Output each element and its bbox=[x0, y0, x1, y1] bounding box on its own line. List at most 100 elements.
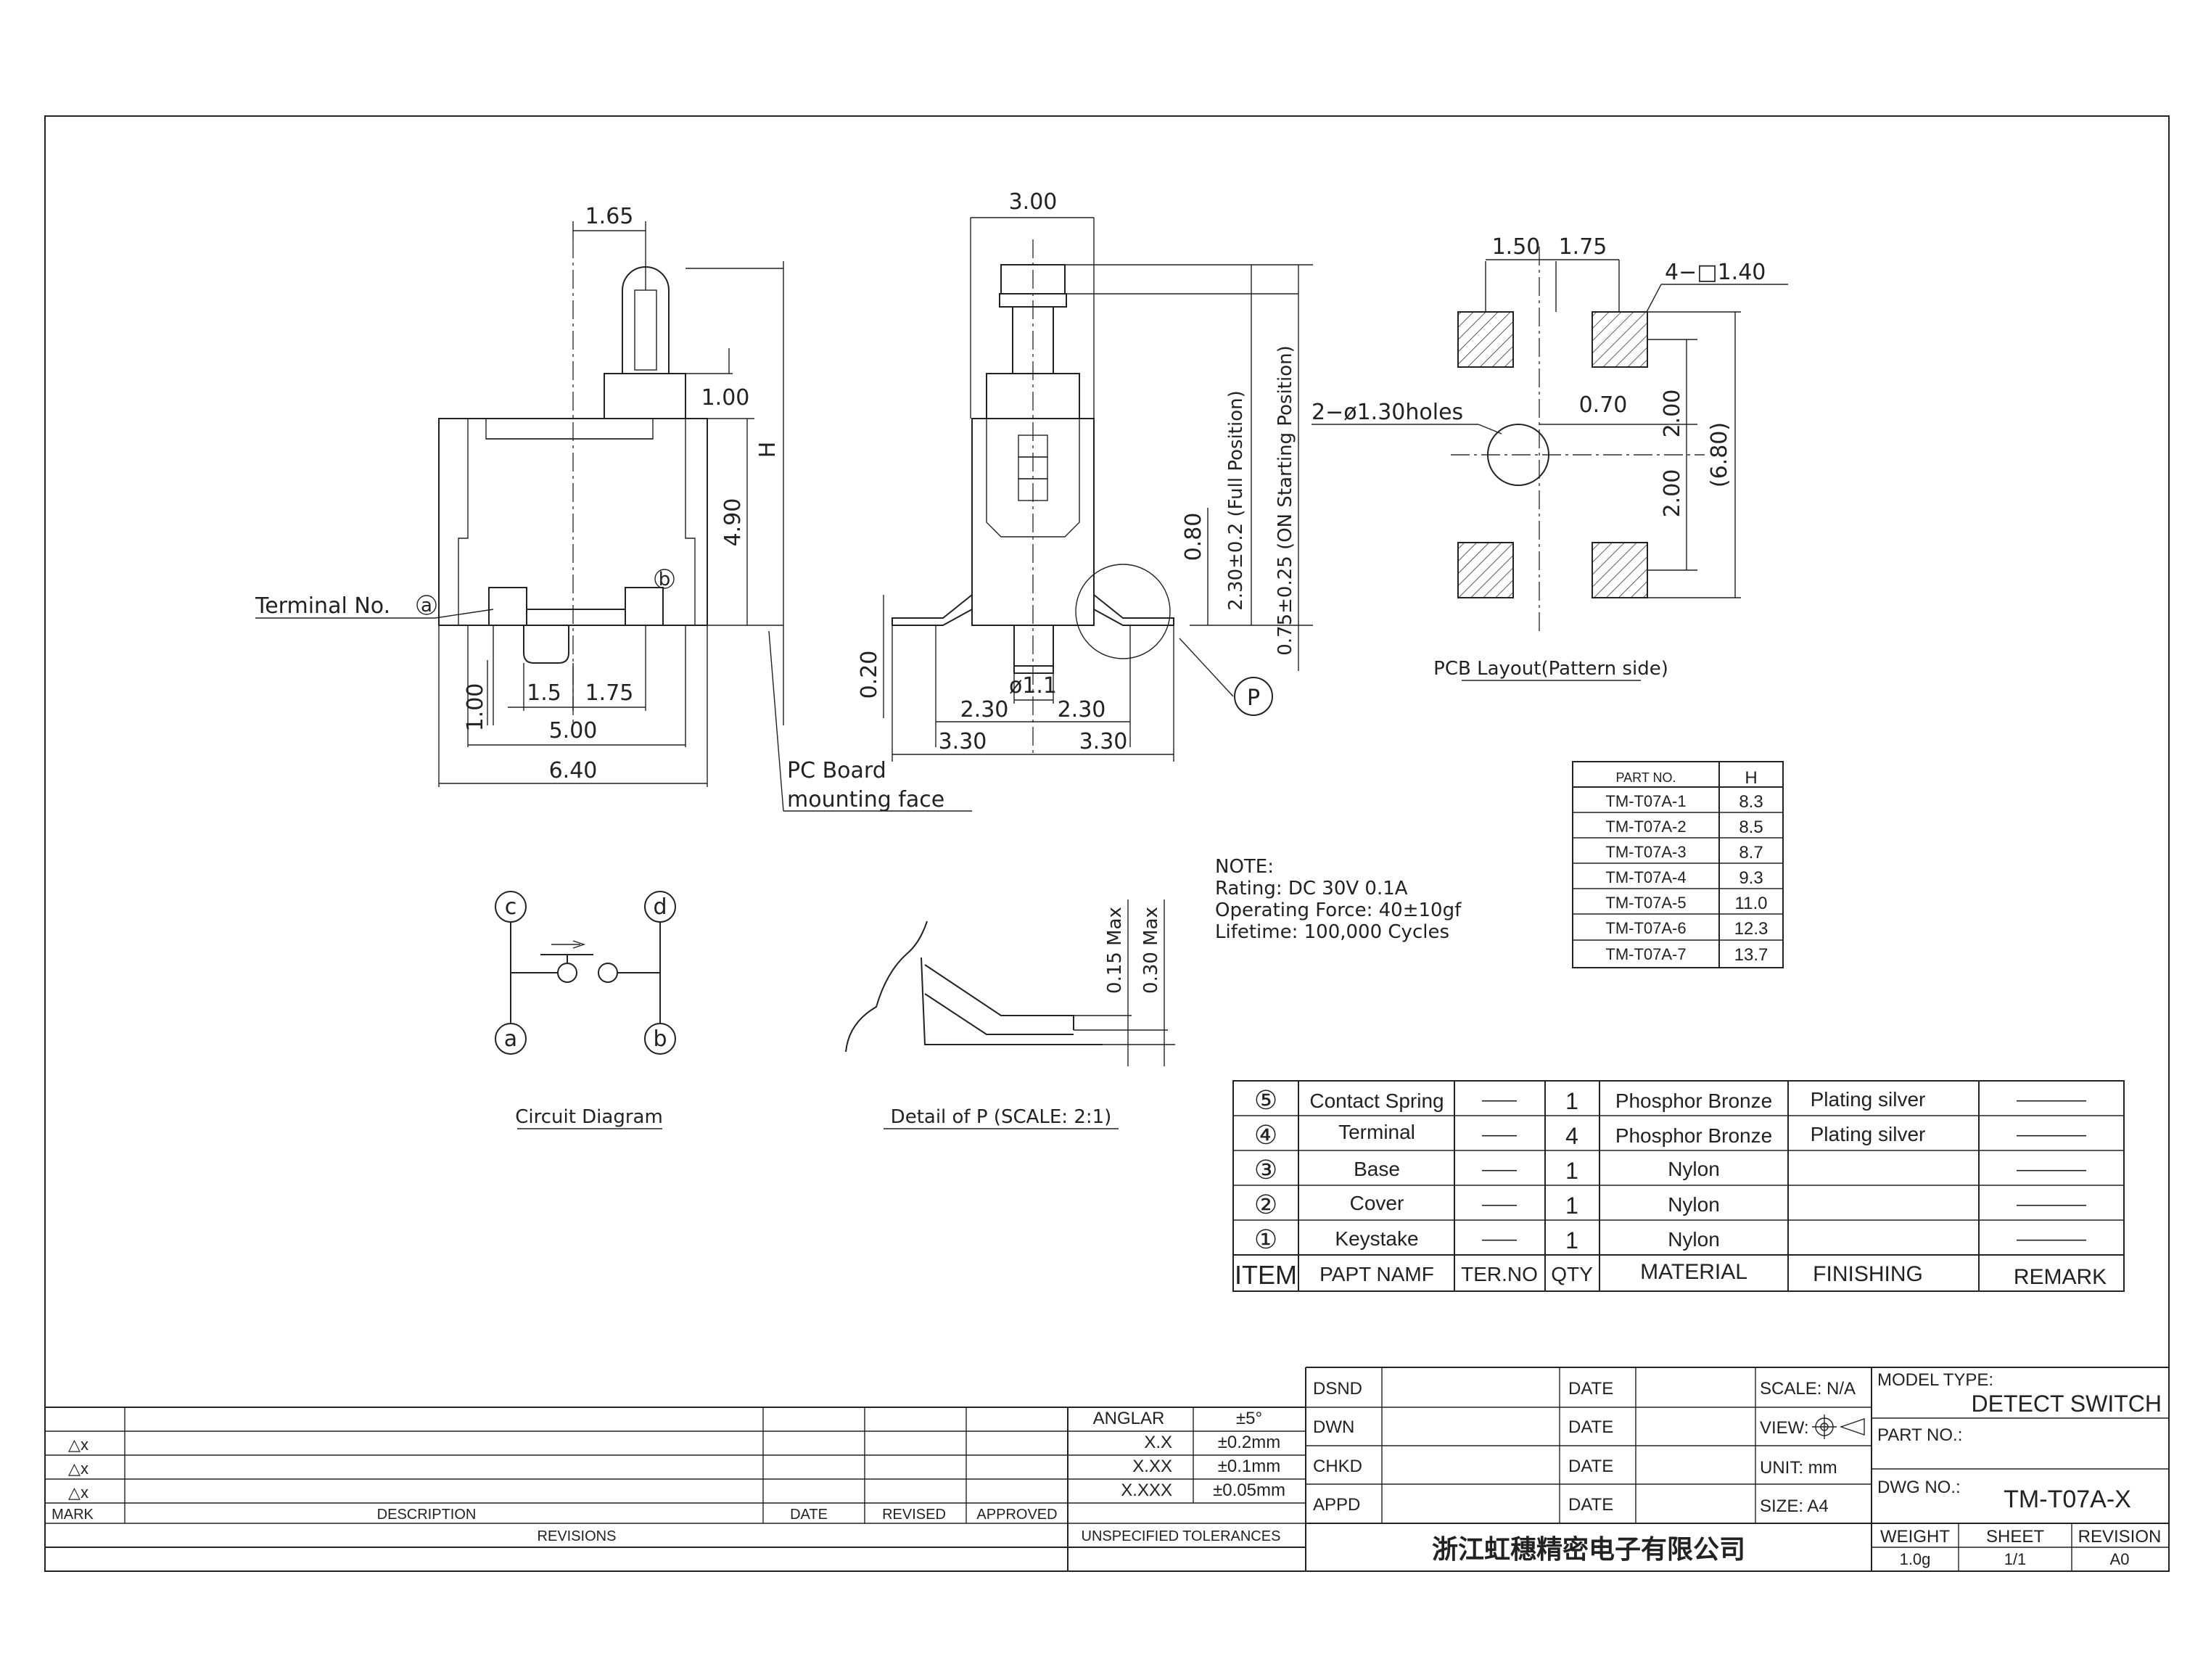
role-dsnd: DSND bbox=[1313, 1379, 1362, 1399]
bom-header-qty: QTY bbox=[1551, 1263, 1593, 1285]
role-chkd: CHKD bbox=[1313, 1457, 1362, 1476]
bom-2-remark: ———— bbox=[2017, 1160, 2086, 1179]
company-name: 浙江虹穗精密电子有限公司 bbox=[1432, 1534, 1745, 1564]
rev-header-description: DESCRIPTION bbox=[377, 1507, 477, 1523]
tol-label-3: X.XXX bbox=[1121, 1481, 1172, 1500]
dim-side-full-pos: 2.30±0.2 (Full Position) bbox=[1225, 390, 1247, 611]
dim-front-pitch-a: 1.5 bbox=[527, 680, 561, 706]
circuit-diagram: c d a b Circuit Diagram bbox=[495, 891, 676, 1129]
bom-4-item: ① bbox=[1254, 1224, 1277, 1254]
part-row-4-h: 11.0 bbox=[1735, 894, 1768, 913]
note-line-3: Lifetime: 100,000 Cycles bbox=[1215, 921, 1449, 943]
bom-3-ter: —— bbox=[1482, 1195, 1517, 1214]
bom-0-item: ⑤ bbox=[1254, 1085, 1277, 1115]
date-label-3: DATE bbox=[1568, 1495, 1613, 1515]
tol-value-1: ±0.2mm bbox=[1218, 1433, 1281, 1452]
tol-label-0: ANGLAR bbox=[1093, 1409, 1165, 1428]
bom-1-name: Terminal bbox=[1338, 1121, 1415, 1143]
model-type-value: DETECT SWITCH bbox=[1971, 1391, 2162, 1417]
dim-side-width: 3.00 bbox=[1009, 189, 1058, 215]
sheet-border bbox=[44, 115, 2170, 1572]
bom-3-material: Nylon bbox=[1668, 1193, 1720, 1216]
bom-3-name: Cover bbox=[1350, 1192, 1404, 1214]
tol-value-0: ±5° bbox=[1236, 1409, 1262, 1428]
unit-label: UNIT: mm bbox=[1760, 1458, 1837, 1478]
bom-3-qty: 1 bbox=[1565, 1193, 1578, 1219]
bom-0-finishing: Plating silver bbox=[1811, 1088, 1926, 1111]
circuit-node-d: d bbox=[653, 894, 667, 920]
bom-0-name: Contact Spring bbox=[1309, 1090, 1444, 1112]
part-row-1-part: TM-T07A-2 bbox=[1605, 818, 1686, 836]
weight-value: 1.0g bbox=[1900, 1550, 1931, 1568]
part-table-rows: TM-T07A-1 8.3 TM-T07A-2 8.5 TM-T07A-3 8.… bbox=[1605, 792, 1768, 965]
tol-value-3: ±0.05mm bbox=[1213, 1481, 1285, 1500]
revision-label: REVISION bbox=[2078, 1527, 2162, 1547]
title-block: MODEL TYPE: DETECT SWITCH PART NO.: DWG … bbox=[1872, 1370, 2169, 1571]
part-no-label: PART NO.: bbox=[1877, 1425, 1962, 1445]
bom-header-ter: TER.NO bbox=[1461, 1263, 1538, 1285]
revisions-block: △x △x △x MARK DESCRIPTION DATE REVISED A… bbox=[45, 1407, 1306, 1571]
dim-side-half-r: 2.30 bbox=[1058, 697, 1106, 722]
front-view: 1.65 H 1.00 4.90 Terminal No. a b 1.5 1.… bbox=[255, 204, 972, 812]
date-label-1: DATE bbox=[1568, 1417, 1613, 1437]
part-row-3-part: TM-T07A-4 bbox=[1605, 868, 1686, 886]
dim-side-half-l: 2.30 bbox=[960, 697, 1009, 722]
bom-4-material: Nylon bbox=[1668, 1228, 1720, 1251]
part-row-6-part: TM-T07A-7 bbox=[1605, 945, 1686, 963]
dim-pcb-holes: 2−ø1.30holes bbox=[1312, 400, 1463, 425]
dim-side-on-pos: 0.75±0.25 (ON Starting Position) bbox=[1275, 345, 1296, 656]
bom-3-item: ② bbox=[1254, 1190, 1277, 1219]
dim-side-lead-h: 0.80 bbox=[1181, 513, 1206, 561]
bom-1-qty: 4 bbox=[1565, 1123, 1578, 1149]
part-table-header-part: PART NO. bbox=[1615, 770, 1676, 785]
dim-pcb-y-top: 2.00 bbox=[1660, 390, 1685, 438]
note-line-2: Operating Force: 40±10gf bbox=[1215, 899, 1462, 921]
bom-0-qty: 1 bbox=[1565, 1088, 1578, 1114]
bom-header: ITEM PAPT NAMF TER.NO QTY MATERIAL FINIS… bbox=[1235, 1260, 2107, 1290]
part-row-4-part: TM-T07A-5 bbox=[1605, 894, 1686, 912]
bom-row: ④ Terminal —— 4 Phosphor Bronze Plating … bbox=[1254, 1120, 2086, 1150]
role-appd: APPD bbox=[1313, 1495, 1360, 1515]
dim-front-H: H bbox=[755, 442, 781, 458]
bom-row: ① Keystake —— 1 Nylon ———— bbox=[1254, 1224, 2086, 1254]
size-label: SIZE: A4 bbox=[1760, 1496, 1829, 1516]
circuit-node-c: c bbox=[505, 894, 517, 920]
bom-2-material: Nylon bbox=[1668, 1158, 1720, 1180]
pcb-title: PCB Layout(Pattern side) bbox=[1433, 658, 1668, 680]
part-row-6-h: 13.7 bbox=[1734, 945, 1769, 965]
bom-1-finishing: Plating silver bbox=[1811, 1123, 1926, 1145]
sheet-label: SHEET bbox=[1986, 1527, 2044, 1547]
bom-header-name: PAPT NAMF bbox=[1319, 1263, 1434, 1285]
bom-row: ③ Base —— 1 Nylon ———— bbox=[1254, 1155, 2086, 1185]
projection-icon bbox=[1812, 1415, 1865, 1439]
signoff-block: DSND DWN CHKD APPD DATE DATE DATE DATE S… bbox=[1305, 1367, 2169, 1571]
rev-header-revised: REVISED bbox=[882, 1507, 946, 1523]
detail-view: 0.15 Max 0.30 Max Detail of P (SCALE: 2:… bbox=[845, 899, 1175, 1129]
bom-2-item: ③ bbox=[1254, 1155, 1277, 1185]
dwg-no-label: DWG NO.: bbox=[1877, 1478, 1961, 1497]
part-table: PART NO. H TM-T07A-1 8.3 TM-T07A-2 8.5 T… bbox=[1572, 761, 1784, 968]
board-label-2: mounting face bbox=[787, 787, 944, 812]
date-label-0: DATE bbox=[1568, 1379, 1613, 1399]
part-row-0-part: TM-T07A-1 bbox=[1605, 792, 1686, 810]
bom-4-qty: 1 bbox=[1565, 1227, 1578, 1253]
rev-mark-1: △x bbox=[68, 1459, 88, 1478]
bom-1-remark: ———— bbox=[2017, 1125, 2086, 1145]
detail-title: Detail of P (SCALE: 2:1) bbox=[891, 1106, 1112, 1128]
notes: NOTE: Rating: DC 30V 0.1A Operating Forc… bbox=[1215, 856, 1462, 943]
part-row-1-h: 8.5 bbox=[1739, 818, 1763, 837]
detail-dim-2: 0.30 Max bbox=[1140, 907, 1162, 994]
bom-4-ter: —— bbox=[1482, 1230, 1517, 1249]
dim-pcb-pad-size: 4−□1.40 bbox=[1665, 260, 1766, 285]
bom-4-name: Keystake bbox=[1335, 1227, 1418, 1250]
tol-label-2: X.XX bbox=[1132, 1457, 1172, 1476]
bom-table: ⑤ Contact Spring —— 1 Phosphor Bronze Pl… bbox=[1232, 1080, 2125, 1292]
dim-pcb-x2: 1.75 bbox=[1559, 234, 1607, 260]
pcb-layout: 1.50 1.75 4−□1.40 2−ø1.30holes 0.70 2.00… bbox=[1312, 234, 1788, 681]
dim-front-body: 4.90 bbox=[720, 498, 746, 547]
bom-header-remark: REMARK bbox=[2014, 1265, 2107, 1289]
rev-header-date: DATE bbox=[790, 1507, 828, 1523]
dim-front-step: 1.00 bbox=[701, 385, 750, 411]
bom-4-remark: ———— bbox=[2017, 1230, 2086, 1249]
